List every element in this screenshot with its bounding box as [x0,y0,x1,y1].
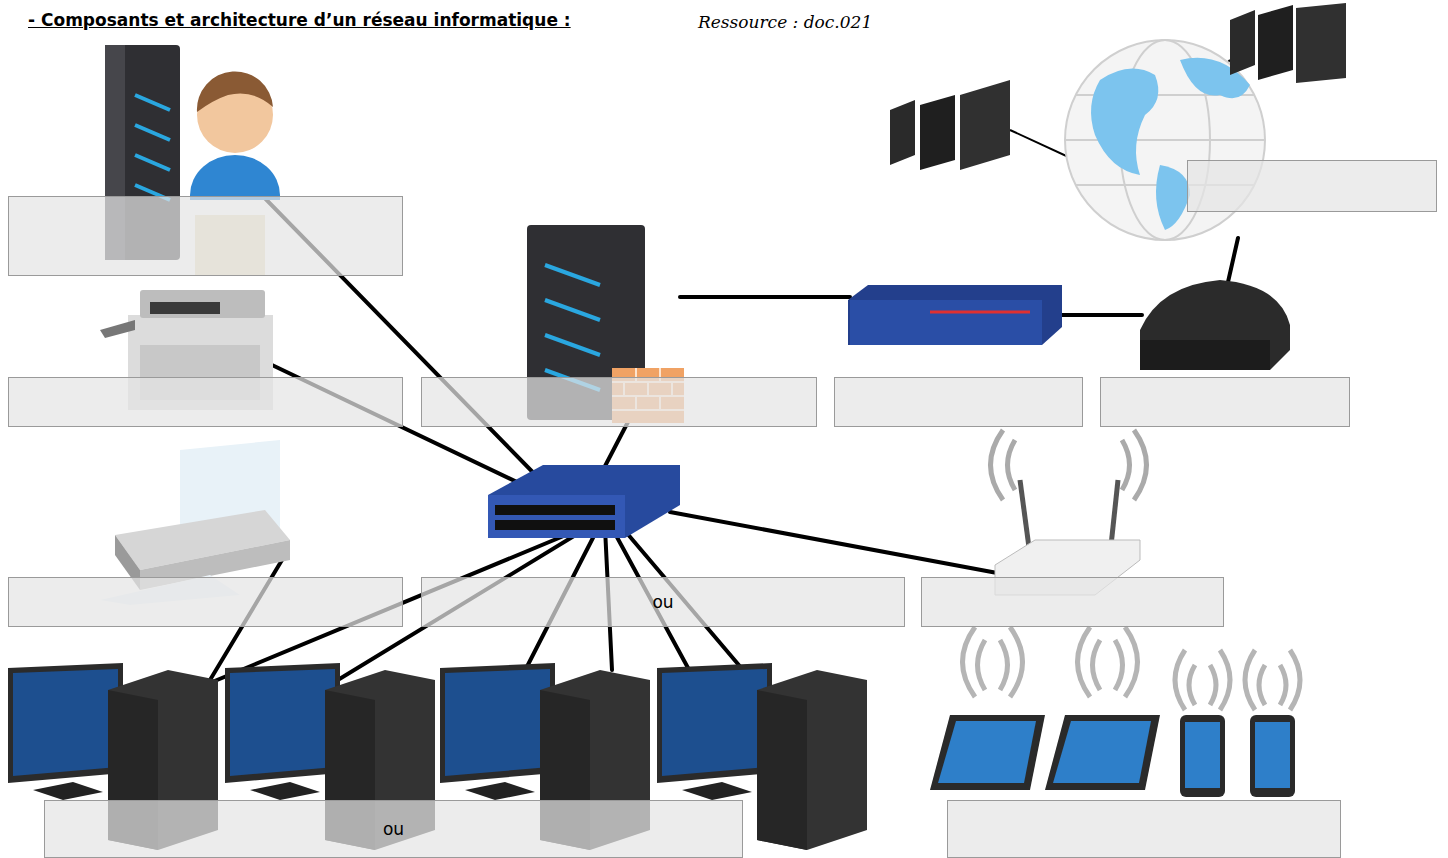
wifi-access-point [991,430,1147,595]
worksheet-title: - Composants et architecture d’un réseau… [28,10,571,30]
label-box: ou [421,577,905,627]
blank-label-box [1187,160,1437,212]
blank-label-box [834,377,1083,427]
resource-reference: Ressource : doc.021 [698,12,872,32]
blank-label-box [921,577,1224,627]
choice-word: ou [652,592,673,612]
blank-label-box [8,196,403,276]
blank-label-box [8,377,403,427]
switch [488,465,680,538]
blank-label-box [421,377,817,427]
tablets [930,627,1300,797]
blank-label-box [8,577,403,627]
choice-word: ou [383,819,404,839]
label-box: ou [44,800,743,858]
internet-servers [890,3,1346,170]
modem [1140,280,1290,370]
router [848,285,1062,345]
blank-label-box [1100,377,1350,427]
blank-label-box [947,800,1341,858]
